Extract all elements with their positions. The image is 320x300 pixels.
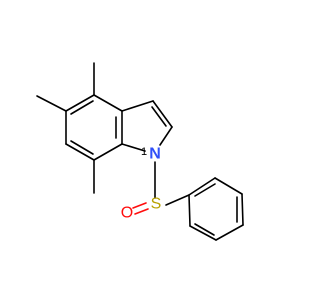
phenyl-bond-1 xyxy=(188,177,216,196)
sulfinyl-linkage xyxy=(132,161,190,215)
nitrogen-locant-label: 1 xyxy=(141,146,147,158)
phenyl-double-bond-a xyxy=(194,183,216,197)
pyrrole-ring xyxy=(121,100,173,152)
sulfur-atom-label: S xyxy=(151,196,162,213)
oxygen-atom-label: O xyxy=(121,205,133,222)
pyrrole-bond-c3-c2 xyxy=(152,100,173,128)
benzo-double-bond-c6-c7 xyxy=(70,140,94,155)
chemical-structure-diagram: N 1 S O xyxy=(0,0,300,300)
benzo-bond-c6-c7 xyxy=(65,143,95,161)
benzo-ring xyxy=(65,94,123,161)
canvas-background xyxy=(0,0,300,300)
atom-labels: N 1 S O xyxy=(121,146,162,222)
phenyl-double-bond-c xyxy=(194,223,215,236)
methyl-bonds xyxy=(36,62,95,194)
phenyl-bond-6 xyxy=(188,194,191,227)
pyrrole-bond-n1-c7a xyxy=(121,143,146,152)
pyrrole-double-bond-c3-c2 xyxy=(151,106,167,127)
methyl-bond-c5 xyxy=(36,95,67,112)
sulfinyl-oxygen-double-bond-b xyxy=(134,208,149,215)
benzo-double-bond-c4-c5 xyxy=(70,100,94,115)
pyrrole-bond-c2-n1 xyxy=(159,126,173,146)
sulfinyl-oxygen-double-bond-a xyxy=(132,202,147,209)
s-phenyl-bond xyxy=(165,194,190,206)
phenyl-bond-3 xyxy=(241,193,244,226)
nitrogen-atom-label: N xyxy=(149,146,161,163)
benzo-bond-c7-c7a xyxy=(93,143,123,161)
phenyl-bond-4 xyxy=(215,224,244,241)
phenyl-bond-2 xyxy=(214,177,243,195)
benzo-bond-c4-c5 xyxy=(65,94,95,112)
benzo-bond-c3a-c4 xyxy=(93,94,123,112)
pyrrole-bond-c3a-c3 xyxy=(121,100,154,112)
phenyl-ring xyxy=(188,177,244,241)
phenyl-bond-5 xyxy=(189,225,217,241)
